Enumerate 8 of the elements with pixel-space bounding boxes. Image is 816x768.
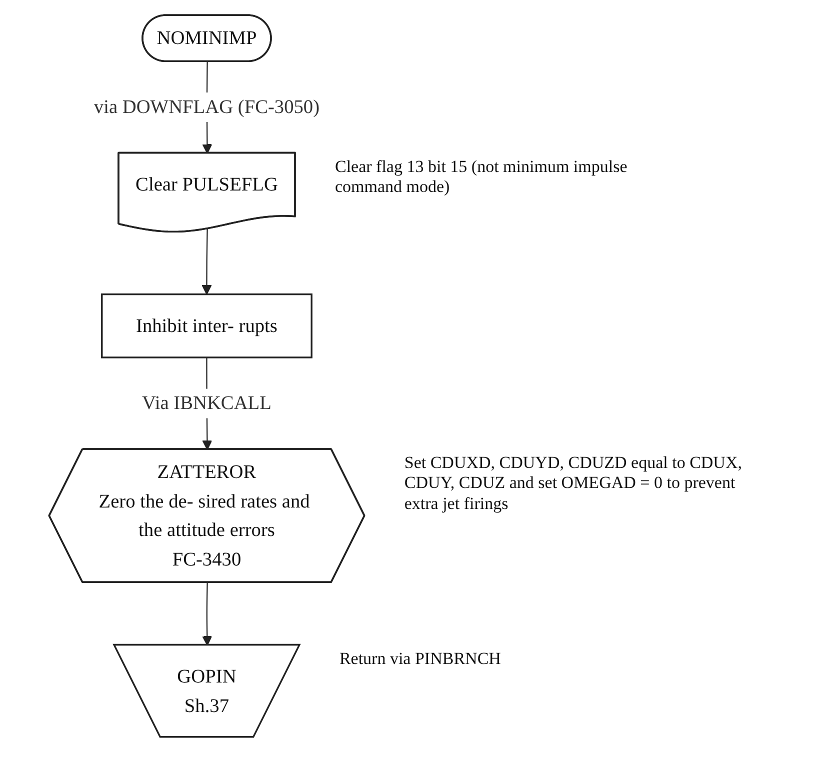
edge-label: via DOWNFLAG (FC-3050) <box>94 96 320 118</box>
edge-label: Via IBNKCALL <box>142 392 272 414</box>
arrow <box>202 582 212 646</box>
annotation-text: Set CDUXD, CDUYD, CDUZD equal to CDUX, CDUY, CDUZ and set OMEGAD = 0 to prevent extra jet firings <box>404 453 743 514</box>
node-box: Inhibit inter- rupts <box>101 293 312 358</box>
annotation-text: Clear flag 13 bit 15 (not minimum impulse command mode) <box>334 156 628 198</box>
annotation-text: Return via PINBRNCH <box>339 648 502 670</box>
arrow <box>202 229 212 295</box>
